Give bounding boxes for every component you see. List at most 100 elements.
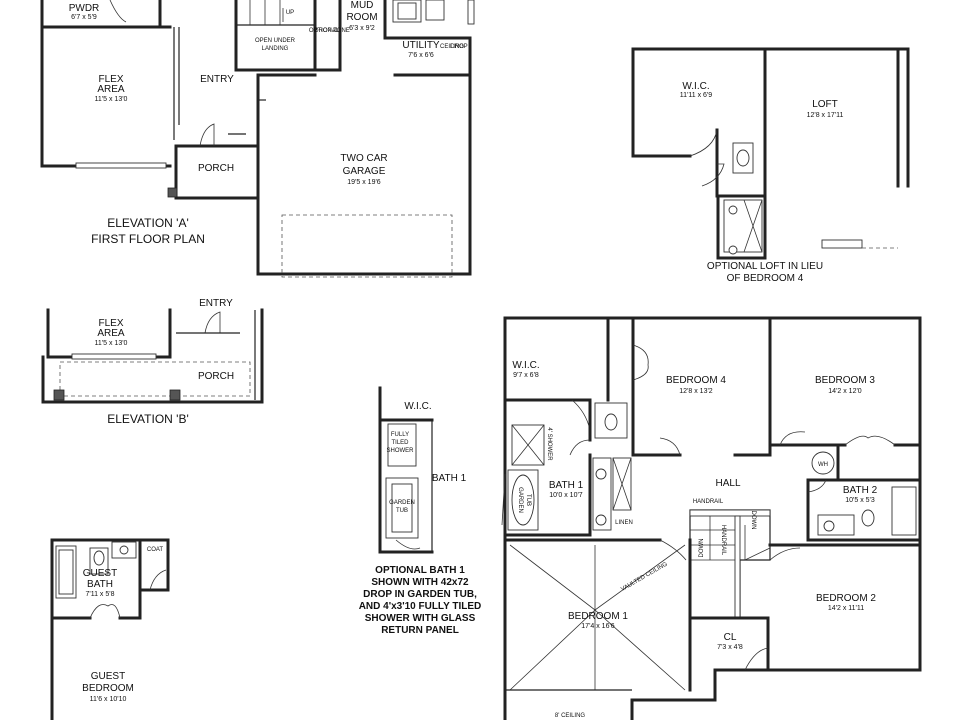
garage-walls (256, 73, 472, 276)
bath-note-1: OPTIONAL BATH 1 (375, 565, 465, 576)
open-under-landing-1: OPEN UNDER (255, 38, 296, 44)
washer-door (397, 2, 417, 20)
loft-sink (728, 245, 738, 255)
bedroom4-left-wall (631, 316, 682, 457)
bath-note-5: SHOWER WITH GLASS (365, 613, 476, 624)
porch-b-floor (59, 361, 251, 397)
porch-b-walls (41, 308, 264, 404)
loft-toilet-bowl (736, 149, 750, 167)
fully-tiled-3: SHOWER (387, 448, 415, 454)
bath1-sink (595, 468, 607, 480)
water-heater (811, 451, 835, 475)
bath-note-3: DROP IN GARDEN TUB, (363, 589, 477, 600)
entry-b-door-swing (204, 311, 221, 334)
pwdr-name: PWDR (69, 3, 100, 14)
utility-shelf (467, 0, 475, 25)
flex-b-dim: 11'5 x 13'0 (95, 340, 128, 347)
guest-sink (119, 545, 129, 555)
utility-name: UTILITY (402, 40, 440, 51)
linen-x (612, 457, 632, 511)
guest-bath-name-1: GUEST (83, 568, 117, 579)
guest-bedroom-dim: 11'6 x 10'10 (90, 696, 127, 703)
room-labels: PWDR 6'7 x 5'9 FLEX AREA 11'5 x 13'0 ENT… (69, 0, 878, 719)
bath1-dim: 10'0 x 10'7 (549, 492, 583, 499)
optional-loft-plan (631, 47, 910, 260)
garage-dim: 19'5 x 19'6 (347, 179, 381, 186)
guest-bath-door-swing (89, 604, 121, 619)
porch-a-name: PORCH (198, 163, 234, 174)
bath2-door-swing (807, 479, 827, 493)
porch-post (167, 187, 178, 198)
porch-b-post (169, 389, 181, 401)
fully-tiled-2: TILED (391, 440, 409, 446)
cl-name: CL (724, 632, 737, 643)
garage-door-outline (281, 214, 453, 278)
loft-wic-walls (631, 47, 692, 158)
cl-walls (688, 616, 770, 672)
bedroom4-dim: 12'8 x 13'2 (679, 388, 713, 395)
flex-b-window (71, 353, 157, 360)
guest-bath-walls (50, 538, 170, 592)
wh-label: WH (818, 462, 828, 468)
bedroom4-closet-door-2 (632, 364, 649, 381)
bath1-sink (595, 514, 607, 526)
opt-wic-name: W.I.C. (404, 401, 431, 412)
up-label: UP (286, 10, 294, 16)
bath2-tub (891, 486, 917, 536)
bedroom2-door-swing (769, 547, 801, 561)
porch-b-name: PORCH (198, 371, 234, 382)
cl-door-swing (744, 647, 769, 671)
elevation-b-title: ELEVATION 'B' (107, 412, 189, 426)
loft-outer-walls (631, 47, 910, 188)
bath1-toilet (604, 413, 618, 431)
second-floor-outer-wall (503, 316, 922, 720)
bath2-name: BATH 2 (843, 485, 878, 496)
bedroom1-door-swing (659, 539, 687, 561)
opt-garden-tub-1: GARDEN (389, 500, 415, 506)
drop-zone-1: OPTIONAL (309, 28, 340, 34)
entry-door-swing (199, 123, 215, 147)
loft-bath-door-swing (701, 163, 725, 187)
vaulted-label: VAULTED CEILING (620, 561, 669, 593)
loft-vanity-walls (716, 194, 767, 260)
loft-dim: 12'8 x 17'11 (807, 112, 844, 119)
opt-garden-tub-2: TUB (396, 508, 408, 514)
bath-note-2: SHOWN WITH 42x72 (371, 577, 469, 588)
linen-label: LINEN (615, 520, 633, 526)
guest-tub-inner (58, 549, 74, 595)
pwdr-door-swing (109, 0, 127, 23)
stairwell (689, 509, 771, 619)
handrail-top-label: HANDRAIL (693, 499, 724, 505)
guest-bath-right-wall (118, 538, 142, 620)
guest-bedroom-plan (50, 538, 170, 720)
handrail-top (689, 509, 771, 517)
bath1-shower-x (511, 424, 545, 466)
down-label-2: DOWN (750, 511, 756, 530)
loft-rail (821, 239, 863, 249)
guest-bedroom-name-1: GUEST (91, 671, 125, 682)
utility-sink (425, 0, 445, 21)
stair-landing-line (744, 525, 771, 561)
bath1-door-swing (569, 439, 591, 456)
bedroom4-door-swing (659, 437, 681, 456)
utility-walls (383, 0, 472, 77)
bedroom2-name: BEDROOM 2 (816, 593, 876, 604)
flex-window (75, 162, 167, 169)
bedroom1-name: BEDROOM 1 (568, 611, 628, 622)
second-floor-plan (501, 316, 922, 720)
down-label-1: DOWN (699, 539, 705, 558)
vaulted-ceiling-lines (509, 544, 686, 691)
utility-dim: 7'6 x 6'6 (408, 52, 434, 59)
flex-b-name-1: FLEX (98, 318, 123, 329)
wic-door-swing (571, 399, 591, 431)
mud-room-dim: 6'3 x 9'2 (349, 25, 375, 32)
wic2-dim: 9'7 x 6'8 (513, 372, 539, 379)
bedroom3-dim: 14'2 x 12'0 (828, 388, 862, 395)
guest-bath-name-2: BATH (87, 579, 113, 590)
bath2-vanity (817, 514, 855, 536)
opt-bath-door-swing (395, 539, 421, 550)
open-under-landing-2: LANDING (262, 46, 289, 52)
drop-zone-2: DROP ZONE (314, 28, 350, 34)
bath2-walls (806, 478, 922, 542)
